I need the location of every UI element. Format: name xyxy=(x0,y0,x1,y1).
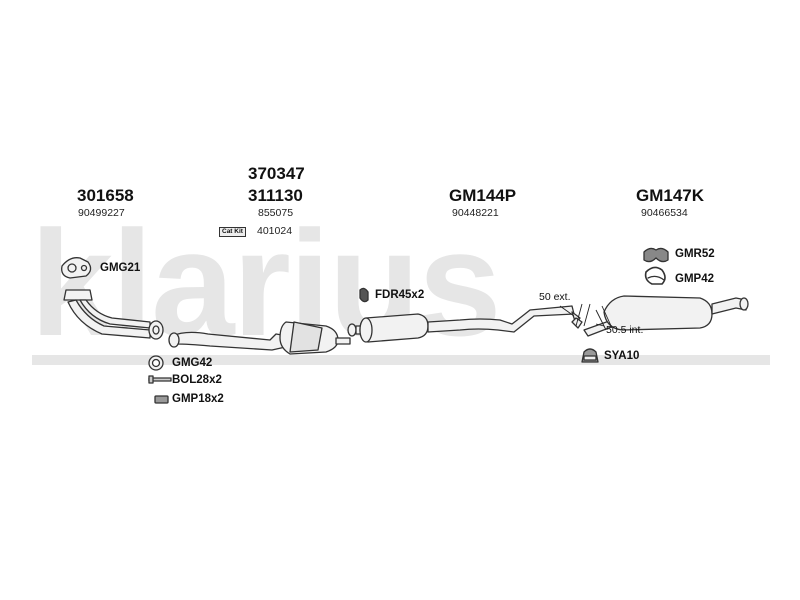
watermark-underline xyxy=(32,355,770,365)
part-number-311130: 311130 xyxy=(248,186,303,205)
fitting-label-gmg42: GMG42 xyxy=(172,357,213,369)
gasket-ring-gmg42-icon xyxy=(148,355,164,371)
middle-silencer-icon xyxy=(347,305,583,343)
rear-silencer-icon xyxy=(583,295,749,337)
part-number-370347: 370347 xyxy=(248,164,305,183)
fitting-label-gmp42: GMP42 xyxy=(675,273,714,285)
hanger-sya10-icon xyxy=(581,348,599,363)
gasket-gmg21-icon xyxy=(61,257,92,279)
rubber-mount-gmr52-icon xyxy=(643,247,669,263)
oe-number-855075: 855075 xyxy=(258,207,294,219)
part-number-gm144p: GM144P xyxy=(449,186,517,205)
fitting-label-fdr45: FDR45x2 xyxy=(375,289,425,301)
clamp-gmp42-icon xyxy=(644,266,666,285)
oe-number-90448221: 90448221 xyxy=(452,207,499,219)
oe-number-90466534: 90466534 xyxy=(641,207,688,219)
fitting-label-gmp18: GMP18x2 xyxy=(172,393,224,405)
cat-kit-number: 401024 xyxy=(257,225,293,237)
catalytic-converter-icon xyxy=(168,321,351,355)
front-downpipe-icon xyxy=(63,289,164,340)
part-number-gm147k: GM147K xyxy=(636,186,705,205)
oe-number-90499227: 90499227 xyxy=(78,207,125,219)
fitting-label-sya10: SYA10 xyxy=(604,350,640,362)
fitting-label-gmg21: GMG21 xyxy=(100,262,141,274)
fitting-label-bol28: BOL28x2 xyxy=(172,374,222,386)
dimension-ext-label: 50 ext. xyxy=(539,291,571,303)
spring-icon xyxy=(154,395,169,404)
part-number-301658: 301658 xyxy=(77,186,134,205)
fitting-label-gmr52: GMR52 xyxy=(675,248,715,260)
dimension-lines xyxy=(559,303,613,331)
cat-kit-badge: Cat Kit xyxy=(219,227,246,237)
dimension-int-label: 50.5 int. xyxy=(606,324,644,336)
flange-fdr45-icon xyxy=(359,287,369,303)
bolt-icon xyxy=(148,375,172,384)
